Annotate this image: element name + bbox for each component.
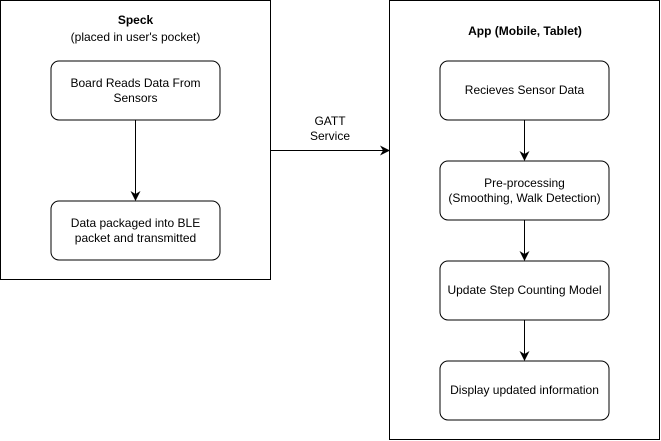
app-step-preprocess-line2: (Smoothing, Walk Detection) <box>448 190 601 205</box>
speck-step-transmit-line1: Data packaged into BLE <box>70 215 201 230</box>
speck-step-transmit-box <box>50 200 221 261</box>
app-step-preprocess-line1: Pre-processing <box>484 175 565 190</box>
app-title: App (Mobile, Tablet) <box>468 23 582 38</box>
app-step-receive-line1: Recieves Sensor Data <box>464 83 585 97</box>
app-step-receive-label: Recieves Sensor Data <box>440 61 609 120</box>
speck-step-transmit-label: Data packaged into BLE packet and transm… <box>51 201 220 260</box>
app-step-display-line1: Display updated information <box>450 383 599 397</box>
app-step-update-model-label: Update Step Counting Model <box>440 261 609 320</box>
speck-step-read-sensors-line2: Sensors <box>113 90 158 105</box>
gatt-line1: GATT <box>314 114 346 128</box>
speck-step-read-sensors-line1: Board Reads Data From <box>70 75 201 90</box>
app-step-preprocess-label: Pre-processing (Smoothing, Walk Detectio… <box>440 161 609 220</box>
gatt-line2: Service <box>309 129 350 143</box>
app-step-display-box <box>439 360 610 421</box>
gatt-service-label: GATT Service <box>280 113 380 145</box>
speck-subtitle: (placed in user's pocket) <box>70 29 201 44</box>
speck-step-read-sensors-label: Board Reads Data From Sensors <box>51 61 220 120</box>
app-step-display-label: Display updated information <box>440 361 609 420</box>
app-step-update-model-line1: Update Step Counting Model <box>447 283 602 297</box>
speck-step-transmit-line2: packet and transmitted <box>74 230 197 245</box>
speck-title: Speck <box>117 12 154 27</box>
